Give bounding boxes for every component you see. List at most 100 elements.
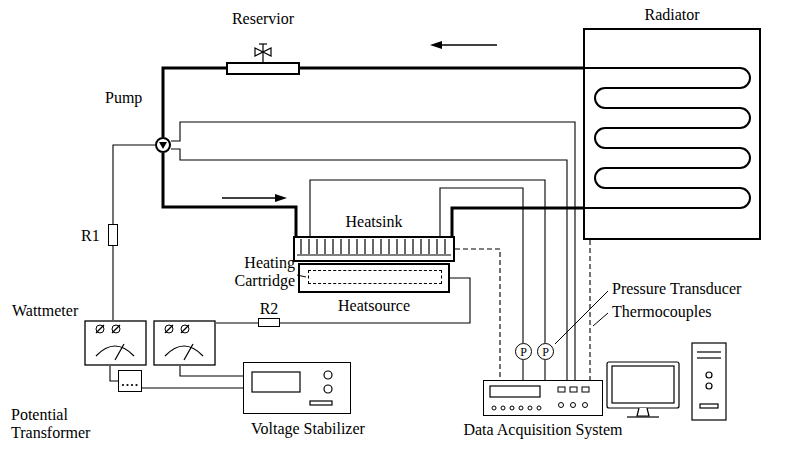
flow-arrow	[222, 194, 287, 202]
pt-drawing	[119, 371, 141, 391]
coolant-pipe	[452, 208, 583, 236]
heatsink-block: Heatsink	[293, 236, 455, 262]
radiator-coil	[583, 68, 750, 208]
daq-key	[570, 387, 577, 392]
signal-wire	[171, 122, 575, 380]
meter-scale	[96, 346, 134, 356]
stroke	[324, 239, 325, 254]
stroke	[96, 325, 104, 333]
stroke	[420, 239, 421, 254]
flow-arrow-shaft	[438, 44, 497, 46]
daq-drawing	[484, 381, 602, 415]
tower-button	[706, 383, 712, 389]
stroke	[380, 239, 381, 254]
flow-arrow-head	[430, 41, 442, 49]
monitor	[607, 362, 679, 417]
stroke	[412, 239, 413, 254]
meter-terminal	[96, 325, 104, 333]
node-label: P	[520, 346, 527, 358]
heatsource-block: HeatsourceHeating Cartridge	[298, 263, 450, 293]
thermocouple-wire	[455, 249, 500, 380]
node-label: Radiator	[644, 6, 699, 24]
pump-drawing	[157, 139, 169, 151]
stroke	[444, 239, 445, 254]
stroke	[356, 239, 357, 254]
daq-button	[501, 406, 505, 410]
monitor-screen	[612, 366, 674, 403]
coolant-pipe	[163, 153, 296, 236]
signal-wire	[112, 246, 113, 320]
radiator-tube	[583, 68, 750, 208]
meter-terminal	[165, 325, 173, 333]
stroke	[372, 239, 373, 254]
wattmeter-pair: Wattmeter	[84, 320, 216, 366]
signal-wire	[522, 360, 523, 380]
signal-wire	[142, 387, 243, 388]
stroke	[184, 344, 193, 360]
stroke	[428, 239, 429, 254]
meter-terminal	[112, 325, 120, 333]
potential-transformer: Potential Transformer	[118, 370, 142, 392]
monitor-frame	[607, 362, 679, 408]
node-label: Wattmeter	[12, 302, 78, 320]
pressure-transducer: P	[515, 343, 532, 360]
meter-scale	[165, 346, 203, 356]
data-acquisition-unit: Data Acquisition System	[483, 380, 603, 416]
stroke	[348, 239, 349, 254]
voltage-stabilizer: Voltage Stabilizer	[243, 362, 351, 414]
resistor-symbol: R1	[108, 224, 118, 246]
signal-wire	[110, 366, 118, 381]
tower-button	[706, 372, 712, 378]
daq-knob	[583, 403, 588, 408]
signal-wire	[280, 278, 470, 323]
stroke	[364, 239, 365, 254]
pump-triangle	[159, 142, 167, 149]
node-label: Heating Cartridge	[225, 254, 295, 290]
node-label: R1	[81, 227, 100, 245]
heatsink-drawing	[295, 238, 453, 260]
signal-wire	[113, 145, 155, 224]
node-label: Pump	[105, 89, 142, 107]
signal-wire	[440, 188, 523, 343]
daq-display	[490, 386, 540, 397]
signal-wire	[171, 149, 567, 380]
daq-button	[510, 406, 514, 410]
thermocouple-wire	[589, 240, 590, 380]
meters-drawing	[84, 320, 216, 366]
signal-wire	[216, 322, 258, 323]
node-label: Reservior	[232, 10, 294, 28]
tower-case	[692, 343, 726, 420]
node-label: Heatsource	[338, 297, 410, 315]
stroke	[340, 239, 341, 254]
meter-case	[85, 321, 146, 365]
stroke	[112, 325, 120, 333]
meter-terminal	[181, 325, 189, 333]
stroke	[308, 239, 309, 254]
meter-case	[154, 321, 215, 365]
flow-arrow-head	[275, 194, 287, 202]
vs-drawing	[244, 363, 350, 413]
node-label: Heatsink	[346, 213, 403, 231]
daq-key	[558, 387, 565, 392]
stroke	[165, 325, 173, 333]
stabilizer-knob	[324, 371, 332, 379]
valve-handle	[262, 44, 263, 52]
stroke	[436, 239, 437, 254]
transformer-dot	[131, 384, 133, 386]
stabilizer-display	[252, 372, 300, 392]
transformer-dot	[122, 384, 124, 386]
node-label: Voltage Stabilizer	[251, 420, 365, 438]
valve-stem	[262, 52, 263, 62]
flow-arrow	[430, 41, 497, 49]
leader-lines	[297, 275, 608, 344]
tower-drive	[697, 351, 721, 352]
transformer-dot	[135, 384, 137, 386]
node-label: R2	[260, 300, 279, 318]
daq-button	[537, 406, 541, 410]
stroke	[388, 239, 389, 254]
heating-cartridge: Heating Cartridge	[308, 270, 442, 284]
daq-button	[519, 406, 523, 410]
valve-handle	[259, 43, 267, 44]
